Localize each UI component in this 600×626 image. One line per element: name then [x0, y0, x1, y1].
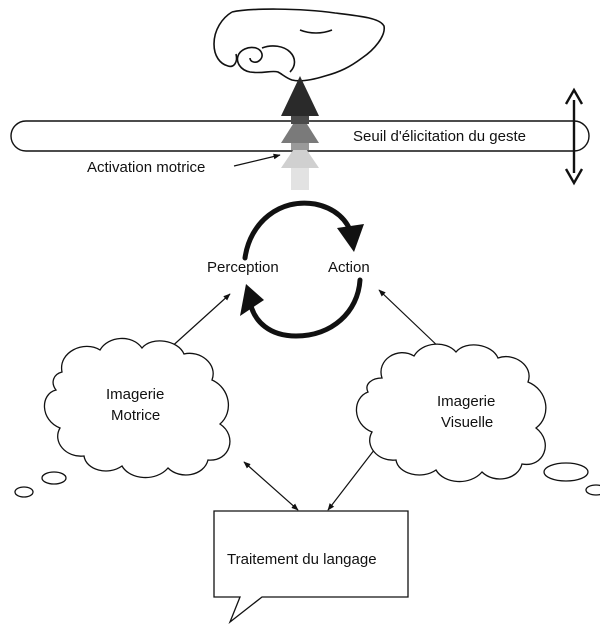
visual-imagery-cloud — [355, 343, 600, 496]
language-label: Traitement du langage — [227, 551, 377, 568]
perception-label: Perception — [207, 259, 279, 276]
language-speech-box — [213, 510, 409, 624]
motor-imagery-cloud — [14, 337, 231, 498]
motor-imagery-label-line1: Imagerie — [106, 386, 164, 403]
threshold-label: Seuil d'élicitation du geste — [353, 128, 526, 145]
hand-grasp-icon — [213, 8, 385, 82]
double-vertical-arrow-icon — [564, 87, 584, 186]
connector-action-visual-imagery — [378, 289, 443, 351]
visual-imagery-label-line1: Imagerie — [437, 393, 495, 410]
action-label: Action — [328, 259, 370, 276]
perception-action-cycle — [240, 200, 364, 339]
motor-activation-leader — [233, 153, 281, 167]
visual-imagery-label-line2: Visuelle — [441, 414, 493, 431]
connector-visual-imagery-language — [327, 444, 379, 511]
motor-activation-arrow — [281, 76, 319, 190]
connector-perception-motor-imagery — [167, 293, 231, 351]
motor-imagery-label-line2: Motrice — [111, 407, 160, 424]
connector-motor-imagery-language — [243, 461, 299, 511]
motor-activation-label: Activation motrice — [87, 159, 205, 176]
